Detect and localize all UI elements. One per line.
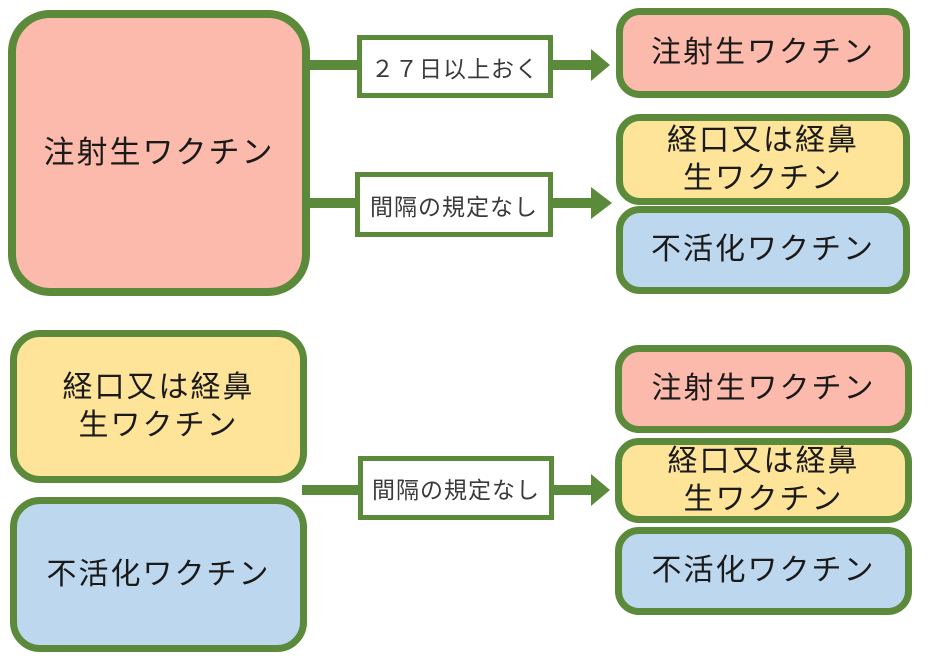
node-bottom-result-injectable-live-vaccine: 注射生ワクチン <box>615 345 912 433</box>
node-bottom-result-inactivated-vaccine: 不活化ワクチン <box>615 527 912 615</box>
node-source-oral-nasal-live-vaccine: 経口又は経鼻 生ワクチン <box>10 330 307 483</box>
rule-label-no-interval-bottom: 間隔の規定なし <box>358 456 554 520</box>
node-top-result-inactivated-vaccine: 不活化ワクチン <box>616 206 910 294</box>
node-top-result-oral-nasal-live-vaccine: 経口又は経鼻 生ワクチン <box>616 114 910 205</box>
node-bottom-result-oral-nasal-live-vaccine: 経口又は経鼻 生ワクチン <box>615 438 912 523</box>
node-top-result-injectable-live-vaccine: 注射生ワクチン <box>616 8 910 98</box>
rule-label-no-interval-top: 間隔の規定なし <box>355 172 553 237</box>
node-source-injectable-live-vaccine: 注射生ワクチン <box>8 10 310 296</box>
node-source-inactivated-vaccine: 不活化ワクチン <box>10 497 307 652</box>
rule-label-wait-27-days: ２７日以上おく <box>357 35 553 98</box>
